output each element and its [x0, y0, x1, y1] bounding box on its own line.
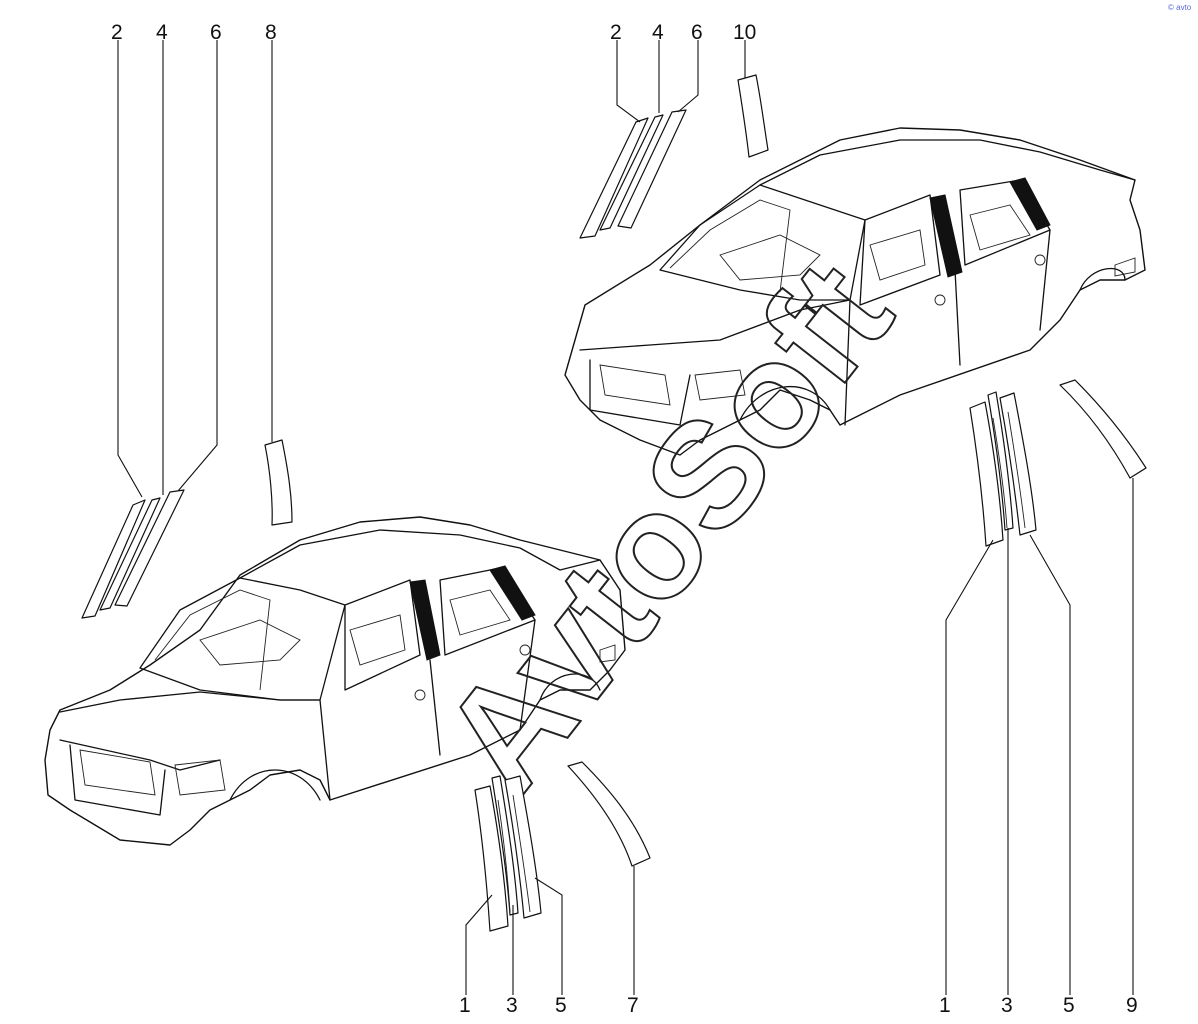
callout-5-left: 5: [555, 994, 567, 1017]
callout-6-right: 6: [691, 21, 703, 44]
part-1-right: [969, 401, 1004, 547]
part-2-right: [579, 117, 649, 239]
callout-1-right: 1: [939, 994, 951, 1017]
callout-1-left: 1: [459, 994, 471, 1017]
callouts-left: 2 4 6 8 1 3 5 7: [111, 21, 639, 1017]
parts-right: [579, 40, 1147, 995]
corner-mark: © avto: [1168, 3, 1192, 12]
part-5-left: [504, 775, 542, 919]
part-6-left: [114, 489, 185, 607]
car-body-left: [44, 516, 626, 846]
callout-10-right: 10: [733, 21, 756, 44]
car-body-right: [564, 127, 1146, 456]
callout-7-left: 7: [627, 994, 639, 1017]
callout-6-left: 6: [210, 21, 222, 44]
part-7-left: [567, 761, 651, 867]
callout-8-left: 8: [265, 21, 277, 44]
callouts-right: 2 4 6 10 1 3 5 9: [610, 21, 1138, 1017]
callout-5-right: 5: [1063, 994, 1075, 1017]
callout-4-right: 4: [652, 21, 664, 44]
part-9-right: [1059, 379, 1147, 479]
part-10-right: [737, 74, 769, 158]
part-4-right: [599, 114, 664, 231]
part-8-left: [264, 439, 293, 526]
callout-2-left: 2: [111, 21, 123, 44]
callout-9-right: 9: [1126, 994, 1138, 1017]
part-1-left: [474, 785, 509, 932]
callout-3-left: 3: [506, 994, 518, 1017]
part-6-right: [617, 109, 687, 229]
part-2-left: [81, 499, 146, 619]
part-3-left: [491, 775, 519, 916]
callout-3-right: 3: [1001, 994, 1013, 1017]
part-4-left: [99, 497, 161, 611]
callout-4-left: 4: [156, 21, 168, 44]
parts-left: [81, 40, 651, 995]
callout-2-right: 2: [610, 21, 622, 44]
part-5-right: [999, 392, 1037, 536]
